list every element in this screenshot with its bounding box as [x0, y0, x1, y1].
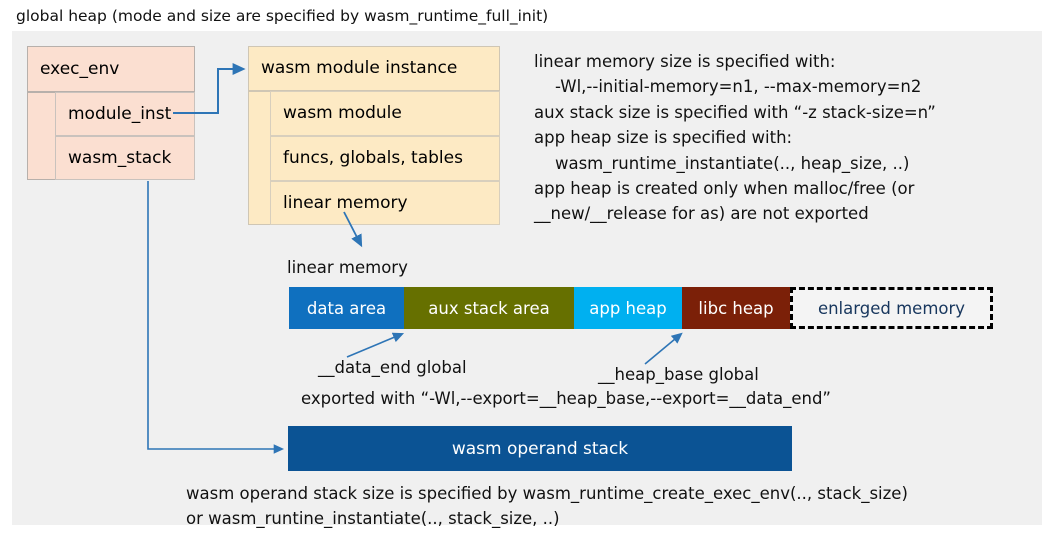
memory-segment-label: enlarged memory: [817, 298, 966, 318]
linear-memory-row-label: linear memory: [283, 192, 408, 213]
arrow-data-end-to-boundary: [346, 332, 405, 358]
module-instance-row-funcs-globals-tables: funcs, globals, tables: [270, 136, 500, 181]
module-instance-header-label: wasm module instance: [261, 58, 458, 79]
runtime-notes-text: linear memory size is specified with: -W…: [534, 52, 936, 224]
memory-segment-enlarged-memory: enlarged memory: [790, 287, 993, 329]
exec-env-row-wasm-stack: wasm_stack: [55, 136, 195, 180]
exec-env-row-module-inst: module_inst: [55, 92, 195, 136]
memory-segment-label: aux stack area: [428, 298, 550, 318]
module-inst-label: module_inst: [68, 103, 172, 124]
linear-memory-caption: linear memory: [287, 258, 408, 277]
page-title: global heap (mode and size are specified…: [16, 7, 549, 25]
heap-base-annotation: __heap_base global: [598, 365, 759, 384]
arrow-module-inst-to-instance: [173, 63, 246, 114]
funcs-globals-tables-label: funcs, globals, tables: [283, 148, 463, 169]
exported-with-annotation: exported with “-Wl,--export=__heap_base,…: [301, 389, 831, 408]
memory-segment-aux-stack-area: aux stack area: [404, 287, 574, 329]
memory-segment-app-heap: app heap: [574, 287, 682, 329]
arrow-heap-base-to-boundary: [644, 332, 683, 365]
wasm-stack-label: wasm_stack: [68, 147, 172, 168]
data-end-annotation: __data_end global: [318, 358, 467, 377]
arrow-wasm-stack-to-operand-stack: [147, 181, 285, 454]
memory-segment-libc-heap: libc heap: [682, 287, 790, 329]
wasm-operand-stack-label: wasm operand stack: [451, 438, 629, 459]
arrow-linear-memory-to-bar: [343, 211, 363, 248]
memory-segment-label: app heap: [589, 298, 667, 318]
memory-segment-label: libc heap: [698, 298, 774, 318]
operand-stack-footer-note: wasm operand stack size is specified by …: [186, 484, 908, 529]
memory-segment-label: data area: [306, 298, 387, 318]
module-instance-row-wasm-module: wasm module: [270, 91, 500, 136]
module-instance-header-box: wasm module instance: [248, 46, 500, 91]
wasm-module-label: wasm module: [283, 103, 402, 124]
memory-segment-data-area: data area: [289, 287, 404, 329]
wasm-operand-stack-box: wasm operand stack: [288, 426, 792, 471]
exec-env-header-box: exec_env: [27, 46, 195, 92]
exec-env-header-label: exec_env: [40, 58, 120, 79]
linear-memory-bar: data area aux stack area app heap libc heap…: [289, 287, 993, 329]
module-instance-row-linear-memory: linear memory: [270, 181, 500, 225]
